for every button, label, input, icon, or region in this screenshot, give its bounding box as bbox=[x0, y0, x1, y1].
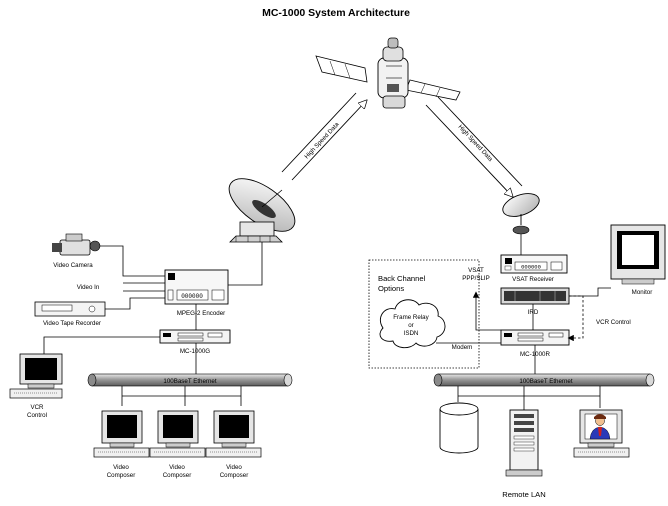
vtr-to-encoder-line bbox=[105, 297, 165, 310]
mc1000r-icon bbox=[500, 329, 570, 346]
mpeg2-encoder-label: MPEG-2 Encoder bbox=[177, 310, 226, 317]
video-tape-recorder-label: Video Tape Recorder bbox=[43, 320, 101, 327]
video-composer-2-icon bbox=[149, 410, 206, 458]
diagram-title: MC-1000 System Architecture bbox=[262, 7, 410, 19]
vcr-control-left-label-line1: VCR bbox=[30, 404, 44, 411]
video-composer-1-icon bbox=[93, 410, 150, 458]
back-channel-title-line2: Options bbox=[378, 284, 404, 293]
camera-to-encoder-line bbox=[100, 245, 165, 277]
video-composer-1-label-line1: Video bbox=[113, 464, 129, 471]
frame-relay-label-line3: ISDN bbox=[404, 330, 419, 337]
vsat-ppp-label-line1: VSAT bbox=[468, 267, 484, 274]
mc1000g-label: MC-1000G bbox=[180, 348, 210, 355]
ird-icon bbox=[500, 287, 570, 305]
vsat-ppp-label-line2: PPP/SLIP bbox=[462, 275, 490, 282]
video-tape-recorder-icon bbox=[34, 301, 106, 317]
svg-text:000000: 000000 bbox=[521, 264, 541, 271]
video-composer-2-label-line1: Video bbox=[169, 464, 185, 471]
left-ethernet-label: 100BaseT Ethernet bbox=[163, 378, 216, 385]
video-composer-1-label-line2: Composer bbox=[107, 472, 136, 479]
remote-lan-drop-lines bbox=[457, 386, 601, 410]
vcr-control-pc-icon bbox=[9, 353, 63, 399]
svg-text:000000: 000000 bbox=[181, 293, 203, 300]
video-composer-3-label-line1: Video bbox=[226, 464, 242, 471]
vcr-control-right-label: VCR Control bbox=[596, 319, 631, 326]
vcr-control-loop bbox=[567, 295, 584, 342]
satellite-icon bbox=[315, 37, 461, 109]
vcr-control-left-label-line2: Control bbox=[27, 412, 47, 419]
video-in-label: Video In bbox=[77, 284, 100, 291]
video-camera-label: Video Camera bbox=[53, 262, 93, 269]
vsat-return-arrow bbox=[472, 291, 501, 331]
frame-relay-label-line2: or bbox=[408, 322, 414, 329]
monitor-label: Monitor bbox=[632, 289, 653, 296]
modem-label: Modem bbox=[452, 344, 473, 351]
frame-relay-cloud-icon bbox=[379, 299, 446, 349]
uplink-arrow: High Speed Data bbox=[281, 92, 366, 181]
back-channel-box bbox=[368, 259, 480, 369]
video-composer-3-label-line2: Composer bbox=[220, 472, 249, 479]
right-ethernet-pipe bbox=[433, 373, 655, 387]
uplink-label: High Speed Data bbox=[303, 121, 341, 161]
ird-to-monitor-line bbox=[569, 287, 611, 297]
mpeg2-encoder-icon: 000000 bbox=[164, 269, 229, 305]
downlink-arrow: High Speed Data bbox=[425, 96, 523, 196]
vsat-receiver-label: VSAT Receiver bbox=[512, 276, 554, 283]
database-icon bbox=[439, 402, 479, 454]
server-tower-icon bbox=[505, 409, 543, 477]
receive-dish-icon bbox=[502, 193, 540, 235]
composer-drop-lines bbox=[121, 386, 242, 406]
remote-lan-label: Remote LAN bbox=[502, 490, 545, 499]
vsat-receiver-icon: 000000 bbox=[500, 254, 568, 274]
back-channel-title-line1: Back Channel bbox=[378, 274, 426, 283]
mc1000g-to-vcr-control-line bbox=[43, 336, 160, 354]
left-ethernet-pipe bbox=[87, 373, 293, 387]
user-workstation-icon bbox=[573, 409, 630, 458]
uplink-dish-icon bbox=[228, 178, 296, 243]
video-camera-icon bbox=[52, 233, 101, 256]
video-composer-2-label-line2: Composer bbox=[163, 472, 192, 479]
mc1000g-icon bbox=[159, 329, 231, 344]
video-composer-3-icon bbox=[205, 410, 262, 458]
right-ethernet-label: 100BaseT Ethernet bbox=[519, 378, 572, 385]
frame-relay-label-line1: Frame Relay bbox=[393, 314, 429, 321]
dish-to-encoder-line bbox=[228, 242, 263, 286]
monitor-icon bbox=[610, 224, 666, 285]
